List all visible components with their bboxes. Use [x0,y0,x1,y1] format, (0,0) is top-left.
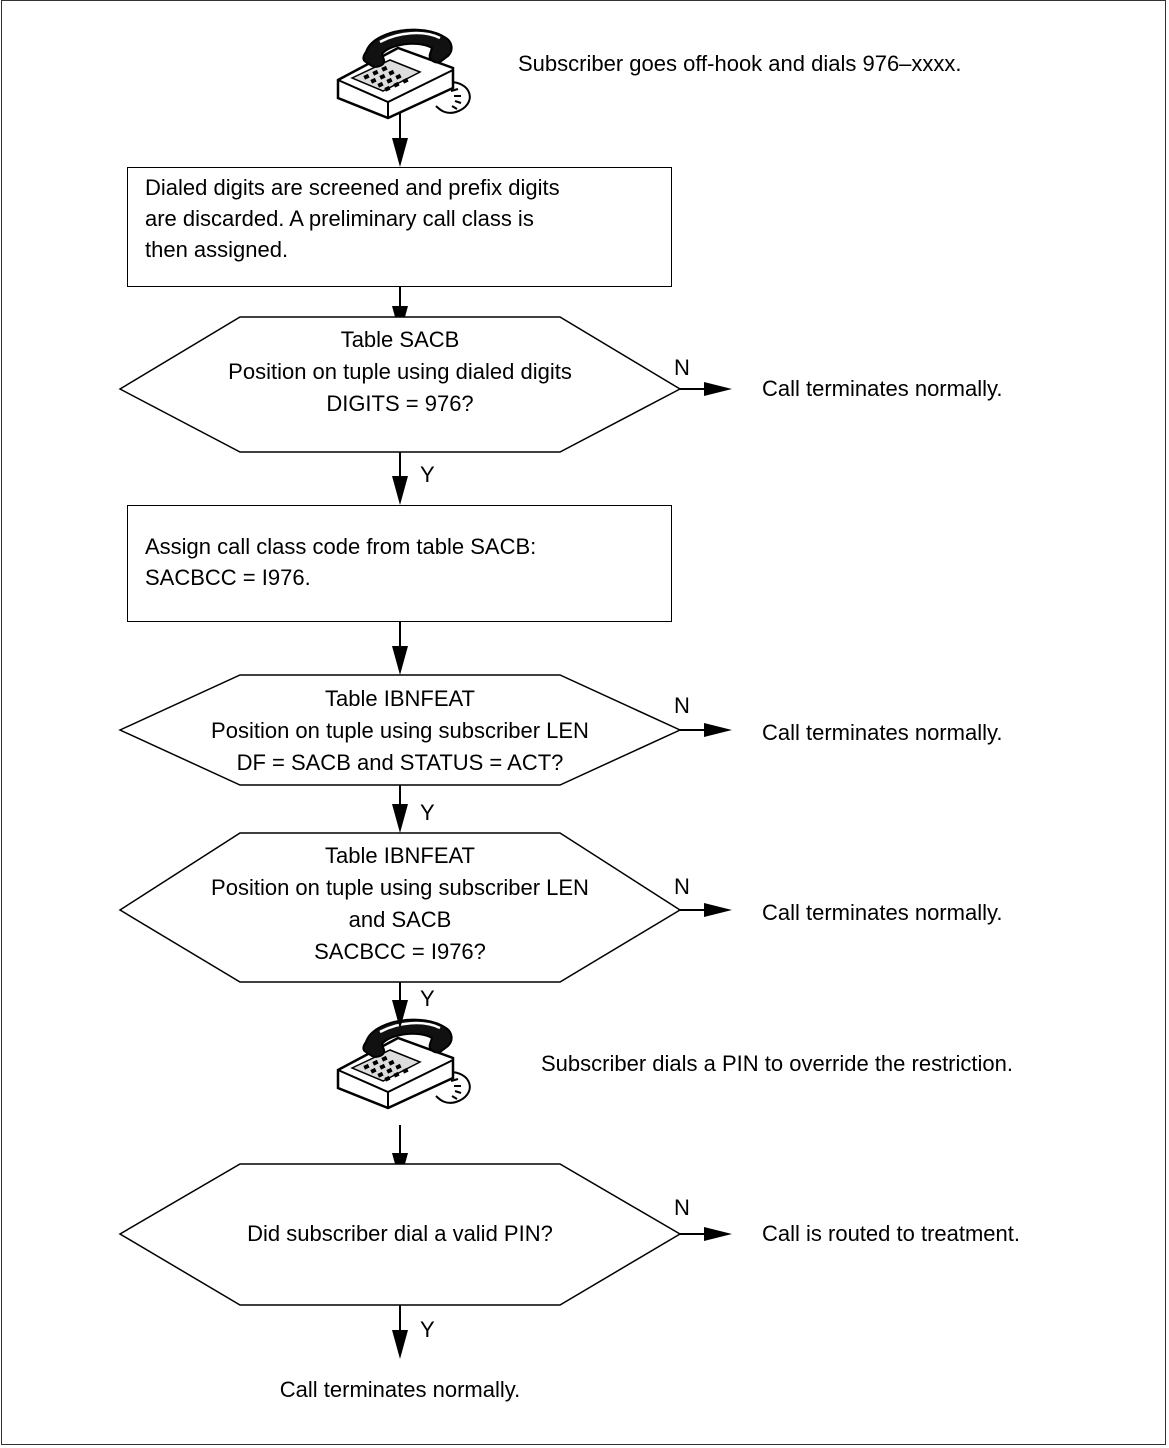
decision3-yes-label: Y [420,986,435,1011]
decision4-yes-label: Y [420,1317,435,1342]
decision4-no-result: Call is routed to treatment. [762,1221,1021,1246]
decision3-line: SACBCC = I976? [314,939,486,964]
decision3-no-result: Call terminates normally. [762,900,1003,925]
decision2-line: Position on tuple using subscriber LEN [211,718,589,743]
decision1-line: Table SACB [340,327,460,352]
decision2-line: Table IBNFEAT [325,686,475,711]
decision3-line: Position on tuple using subscriber LEN [211,875,589,900]
step1-text: Subscriber goes off-hook and dials 976–x… [518,51,962,76]
decision1-no-label: N [674,355,690,380]
decision4-line: Did subscriber dial a valid PIN? [247,1221,553,1246]
decision3-line: and SACB [348,907,452,932]
decision4-shape [118,1163,682,1306]
decision3-line: Table IBNFEAT [325,843,475,868]
step2-box: Dialed digits are screened and prefix di… [127,167,672,287]
decision4-no-label: N [674,1195,690,1220]
decision1-yes-label: Y [420,462,435,487]
step3-box: Assign call class code from table SACB: … [127,505,672,622]
decision1-line: DIGITS = 976? [326,391,474,416]
step2-line: Dialed digits are screened and prefix di… [145,175,560,200]
decision2-no-label: N [674,693,690,718]
step2-line: then assigned. [145,237,289,262]
telephone-icon [336,1018,472,1110]
step4-text: Subscriber dials a PIN to override the r… [541,1051,1013,1076]
decision3-shape [118,832,682,983]
decision3-no-label: N [674,874,690,899]
telephone-icon [336,28,472,120]
decision2-line: DF = SACB and STATUS = ACT? [236,750,564,775]
decision1-no-result: Call terminates normally. [762,376,1003,401]
decision1-line: Position on tuple using dialed digits [228,359,572,384]
step3-line: Assign call class code from table SACB: [145,534,537,559]
end-text: Call terminates normally. [279,1377,521,1402]
step3-line: SACBCC = I976. [145,565,311,590]
decision2-no-result: Call terminates normally. [762,720,1003,745]
decision2-yes-label: Y [420,800,435,825]
step2-line: are discarded. A preliminary call class … [145,206,534,231]
decision1-shape [118,316,682,453]
decision2-shape [118,674,682,786]
